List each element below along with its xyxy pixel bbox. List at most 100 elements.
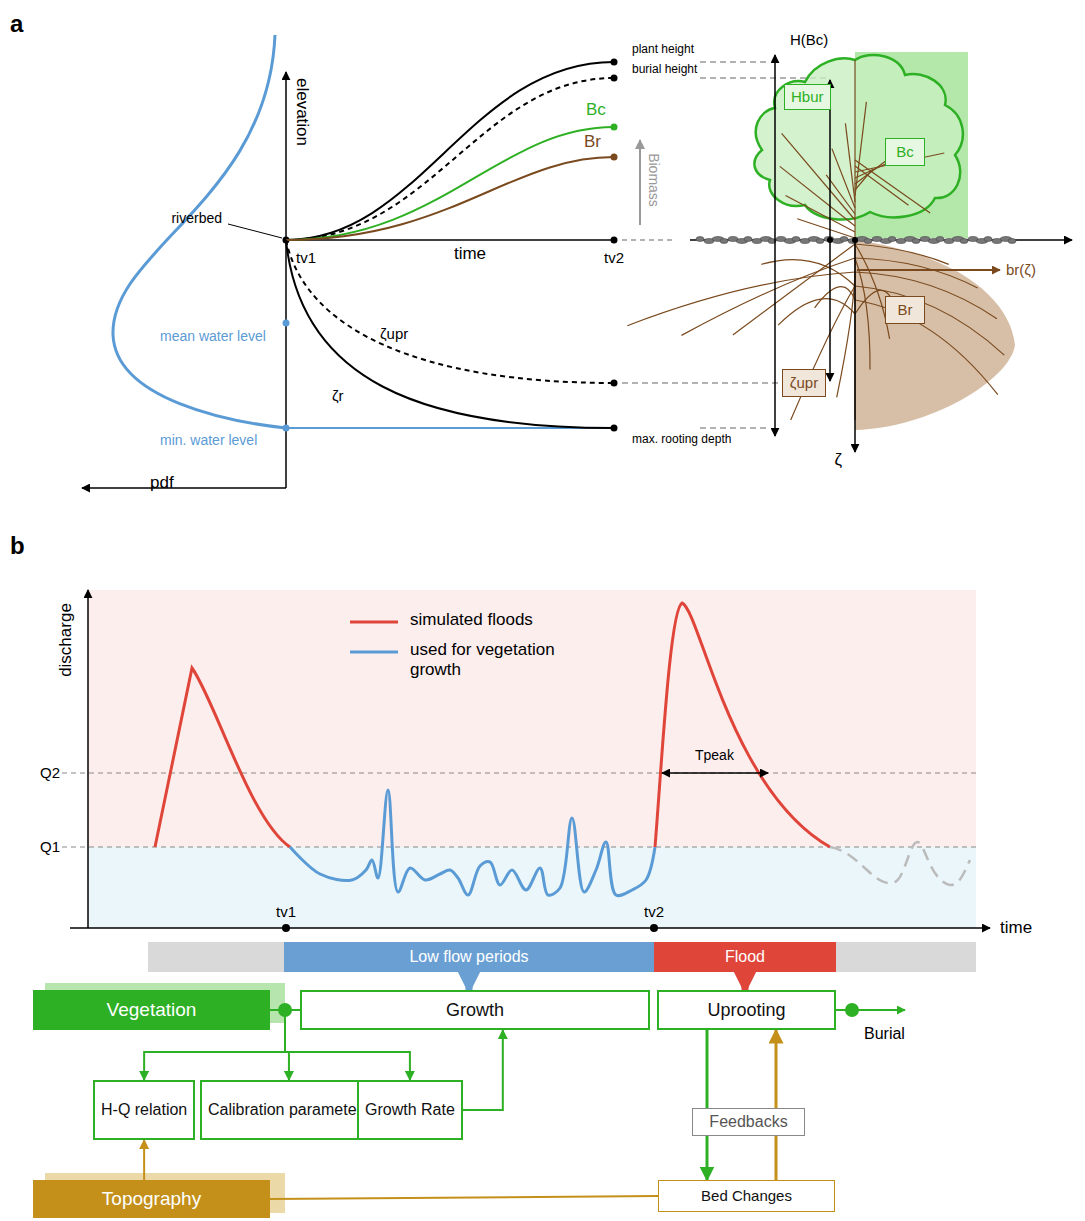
flow-box: Calibration parameters — [200, 1080, 378, 1140]
time-axis — [286, 239, 614, 241]
annotation-label: Tpeak — [695, 747, 734, 763]
plant-height-curve — [286, 62, 614, 240]
annotation-label: mean water level — [160, 328, 266, 344]
box-label: Low flow periods — [409, 948, 528, 966]
pdf-axis — [82, 487, 286, 489]
flow-connector — [143, 1140, 145, 1180]
root-biomass-curve — [286, 157, 614, 240]
uprooting-depth-curve — [286, 240, 614, 383]
burial-height-curve — [286, 78, 614, 240]
box-label: Br — [898, 301, 913, 318]
legend-sample — [350, 651, 398, 654]
box-label: Bc — [896, 143, 914, 160]
future-hydrograph — [830, 842, 970, 885]
burial-arrow — [858, 1009, 905, 1011]
annotation-label: riverbed — [171, 210, 222, 226]
dot — [282, 924, 290, 932]
flow-box: Bed Changes — [658, 1180, 835, 1212]
box-label: Flood — [725, 948, 765, 966]
annotation-label: tv2 — [644, 903, 664, 920]
dot — [611, 154, 618, 161]
annotation-label: Q1 — [40, 838, 60, 855]
box-label: Calibration parameters — [208, 1101, 370, 1119]
flow-box: Flood — [654, 942, 836, 972]
threshold-line — [62, 773, 976, 774]
pdf-curve — [113, 35, 286, 428]
flow-box: Growth Rate — [357, 1080, 463, 1140]
flow-box: Br — [885, 296, 925, 324]
legend-label: simulated floods — [410, 610, 640, 630]
legend-sample — [350, 621, 398, 624]
rooting-depth-curve — [286, 240, 614, 428]
annotation-label: ζr — [332, 387, 344, 404]
discharge-axis — [87, 590, 89, 928]
flow-box: Growth — [300, 990, 650, 1030]
gray-band — [148, 942, 284, 972]
roots — [627, 240, 1004, 420]
annotation-label: tv1 — [276, 903, 296, 920]
curve-end-dots — [611, 59, 618, 432]
dot — [845, 1003, 859, 1017]
root-biomass-profile — [855, 240, 1015, 430]
flood-hydrograph — [655, 603, 830, 847]
branches — [780, 60, 945, 238]
annotation-label: elevation — [292, 78, 312, 146]
annotation-label: min. water level — [160, 432, 257, 448]
flow-connector — [270, 1196, 658, 1199]
time-axis — [70, 927, 990, 929]
flow-box: Bc — [885, 138, 925, 166]
annotation-label: tv1 — [296, 249, 316, 266]
annotation-label: a — [10, 10, 23, 38]
box-label: Uprooting — [707, 1000, 785, 1021]
junction-dot — [278, 1003, 292, 1017]
root-width-arrow — [857, 269, 1000, 271]
box-label: Hbur — [791, 88, 824, 105]
burial-arrow — [829, 80, 831, 381]
dot — [283, 320, 290, 327]
box-label: H-Q relation — [101, 1101, 187, 1119]
depth-axis — [854, 240, 856, 452]
gray-band — [836, 942, 976, 972]
box-label: Feedbacks — [709, 1113, 787, 1131]
flow-connector — [775, 1030, 778, 1180]
annotation-label: Biomass — [646, 153, 662, 207]
annotation-label: Bc — [586, 100, 606, 120]
flow-box: Uprooting — [657, 990, 836, 1030]
annotation-label: br(ζ) — [1006, 261, 1036, 278]
dot — [611, 124, 618, 131]
low-flow-zone — [88, 847, 976, 928]
box-label: Topography — [102, 1188, 201, 1210]
annotation-label: H(Bc) — [790, 31, 828, 48]
annotation-label: pdf — [150, 473, 174, 493]
flow-box: ζupr — [782, 369, 826, 397]
annotation-label: tv2 — [604, 249, 624, 266]
annotation-label: time — [454, 244, 486, 264]
leader-line — [228, 224, 282, 238]
flow-box: Vegetation — [33, 990, 270, 1030]
box-label: Vegetation — [107, 999, 197, 1021]
annotation-label: burial height — [632, 63, 697, 77]
annotation-label: ζupr — [380, 325, 408, 342]
annotation-label: ζ — [835, 450, 843, 470]
box-label: Growth — [446, 1000, 504, 1021]
annotation-label: Q2 — [40, 764, 60, 781]
flow-box: Hbur — [784, 84, 831, 110]
canopy-biomass-curve — [286, 127, 614, 240]
annotation-label: b — [10, 532, 25, 560]
gravel — [696, 237, 1016, 244]
duration-arrow — [662, 772, 768, 773]
guide-line — [622, 239, 676, 240]
annotation-label: time — [1000, 918, 1032, 938]
flood-hydrograph — [155, 668, 290, 847]
dot — [827, 237, 833, 243]
biomass-arrow — [639, 140, 641, 225]
canopy — [754, 55, 962, 219]
flow-connector — [466, 972, 473, 990]
flow-connector — [463, 1030, 503, 1110]
dot — [283, 425, 290, 432]
threshold-line — [62, 847, 976, 848]
low-flow-hydrograph — [290, 790, 655, 896]
flow-box: H-Q relation — [93, 1080, 195, 1140]
annotation-label: Br — [584, 132, 601, 152]
